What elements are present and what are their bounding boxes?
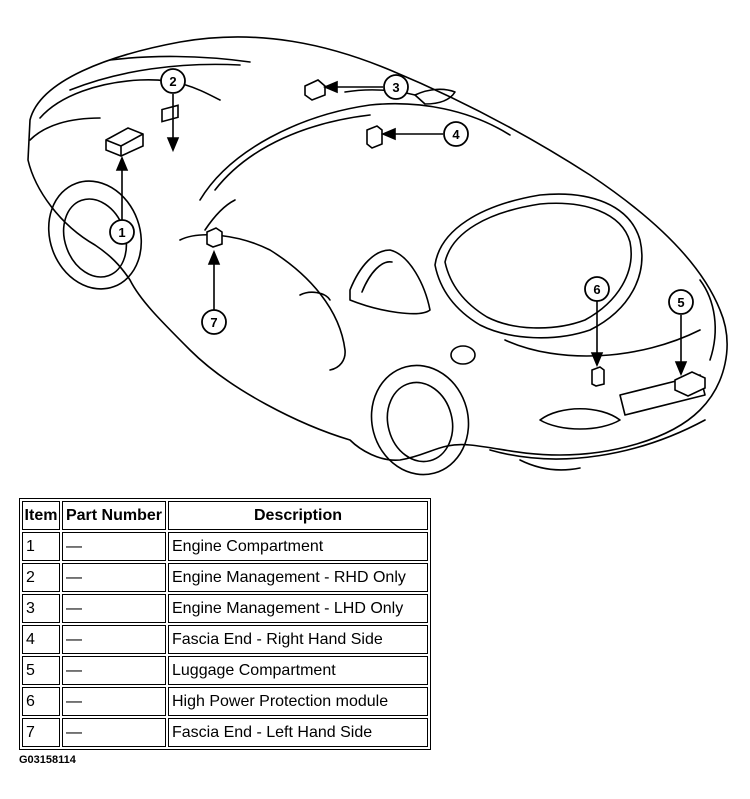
row-description: Fascia End - Left Hand Side (168, 718, 428, 747)
callout-6: 6 (584, 276, 610, 302)
component-boxes (105, 79, 706, 397)
row-item: 6 (22, 687, 60, 716)
callout-2-number: 2 (169, 74, 176, 89)
header-description: Description (168, 501, 428, 530)
row-part-number: — (62, 594, 166, 623)
row-part-number: — (62, 563, 166, 592)
row-description: Luggage Compartment (168, 656, 428, 685)
car-outline (27, 36, 728, 476)
parts-table: Item Part Number Description 1 — Engine … (19, 498, 431, 750)
callout-1-number: 1 (118, 225, 125, 240)
row-part-number: — (62, 532, 166, 561)
callout-5: 5 (668, 289, 694, 315)
callout-1: 1 (109, 219, 135, 245)
table-header-row: Item Part Number Description (22, 501, 428, 530)
row-item: 5 (22, 656, 60, 685)
callout-3: 3 (383, 74, 409, 100)
row-item: 7 (22, 718, 60, 747)
row-part-number: — (62, 656, 166, 685)
row-description: Engine Management - LHD Only (168, 594, 428, 623)
header-item: Item (22, 501, 60, 530)
figure-code: G03158114 (19, 754, 76, 766)
table-row: 7 — Fascia End - Left Hand Side (22, 718, 428, 747)
table-row: 3 — Engine Management - LHD Only (22, 594, 428, 623)
row-part-number: — (62, 687, 166, 716)
callout-4-number: 4 (452, 127, 460, 142)
callout-3-number: 3 (392, 80, 399, 95)
callout-2: 2 (160, 68, 186, 94)
row-part-number: — (62, 625, 166, 654)
row-description: Engine Management - RHD Only (168, 563, 428, 592)
row-description: Fascia End - Right Hand Side (168, 625, 428, 654)
row-item: 1 (22, 532, 60, 561)
row-item: 4 (22, 625, 60, 654)
table-row: 4 — Fascia End - Right Hand Side (22, 625, 428, 654)
row-description: High Power Protection module (168, 687, 428, 716)
row-item: 2 (22, 563, 60, 592)
row-description: Engine Compartment (168, 532, 428, 561)
callout-4: 4 (443, 121, 469, 147)
header-part-number: Part Number (62, 501, 166, 530)
callout-7: 7 (201, 309, 227, 335)
table-row: 1 — Engine Compartment (22, 532, 428, 561)
table-row: 5 — Luggage Compartment (22, 656, 428, 685)
callout-5-number: 5 (677, 295, 684, 310)
car-location-diagram: 1 2 3 4 5 6 7 (27, 36, 728, 476)
leader-arrows (115, 80, 688, 377)
row-part-number: — (62, 718, 166, 747)
row-item: 3 (22, 594, 60, 623)
table-row: 2 — Engine Management - RHD Only (22, 563, 428, 592)
callout-7-number: 7 (210, 315, 217, 330)
table-row: 6 — High Power Protection module (22, 687, 428, 716)
callout-6-number: 6 (593, 282, 600, 297)
